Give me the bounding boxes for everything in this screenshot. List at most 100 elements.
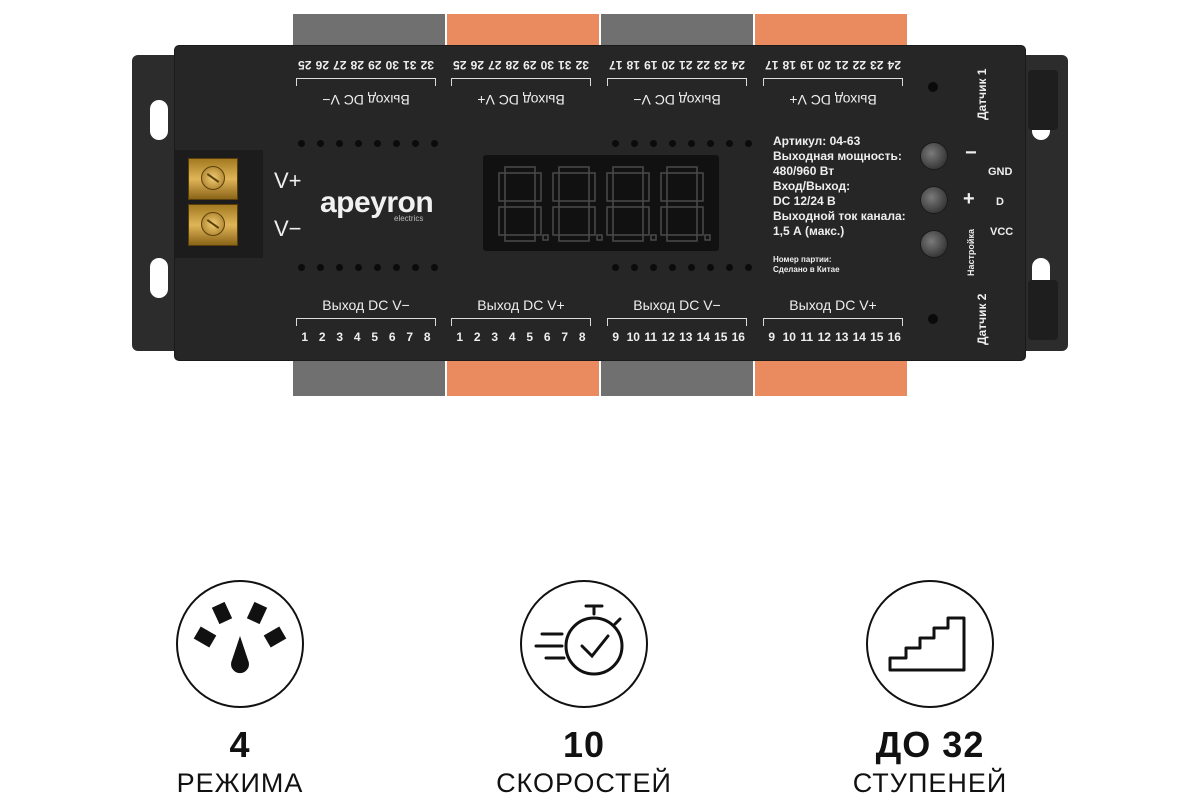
sensor2-port [928, 314, 938, 324]
pin-number: 9 [768, 330, 776, 344]
feature-number: 4 [229, 724, 251, 765]
feature-label: СТУПЕНЕЙ [852, 768, 1008, 798]
din-clip [1028, 70, 1058, 130]
display-segment [552, 172, 560, 202]
display-segment [558, 234, 590, 242]
pin-number: 4 [508, 330, 516, 344]
pin-number: 4 [353, 330, 361, 344]
plus-symbol: + [963, 188, 975, 210]
pin-number: 2 [318, 330, 326, 344]
setup-button[interactable] [920, 230, 948, 258]
input-plus-label: V+ [274, 168, 302, 193]
pin-number: 24 [887, 58, 901, 72]
pin-number: 21 [679, 58, 693, 72]
pin-number: 30 [385, 58, 399, 72]
vcc-label: VCC [990, 226, 1014, 238]
led-row [298, 140, 438, 147]
screw-clamp [188, 204, 238, 246]
stopwatch-icon [520, 580, 648, 708]
pin-number: 12 [817, 330, 831, 344]
plus-button[interactable] [920, 186, 948, 214]
sensor2-label: Датчик 2 [975, 293, 989, 345]
spec-line: Выходной ток канала: [773, 209, 906, 223]
pin-number: 3 [336, 330, 344, 344]
display-segment [558, 200, 590, 208]
display-segment [558, 166, 590, 174]
feature-steps: ДО 32 СТУПЕНЕЙ [770, 580, 1090, 799]
minus-button[interactable] [920, 142, 948, 170]
display-segment [612, 200, 644, 208]
display-segment [696, 172, 704, 202]
display-segment [666, 166, 698, 174]
brand-logo: apeyron [320, 186, 434, 219]
display-segment [606, 206, 614, 236]
minus-symbol: − [965, 142, 977, 164]
pin-number: 14 [852, 330, 866, 344]
spec-line: Выходная мощность: [773, 149, 902, 163]
pin-number: 20 [661, 58, 675, 72]
pin-number: 31 [403, 58, 417, 72]
spec-line: Вход/Выход: [773, 179, 851, 193]
pin-number: 10 [782, 330, 796, 344]
pin-number: 15 [870, 330, 884, 344]
display-segment [552, 206, 560, 236]
spec-line: 1,5 А (макс.) [773, 224, 845, 238]
display-segment [588, 172, 596, 202]
display-segment [534, 206, 542, 236]
pin-number: 17 [609, 58, 623, 72]
gnd-label: GND [988, 166, 1013, 178]
mount-hole [150, 258, 168, 298]
pin-number: 2 [473, 330, 481, 344]
pin-number: 9 [612, 330, 620, 344]
pin-number: 23 [870, 58, 884, 72]
display-segment [666, 200, 698, 208]
screw-clamp [188, 158, 238, 200]
pin-number: 21 [835, 58, 849, 72]
sensor1-label: Датчик 1 [975, 68, 989, 120]
display-segment [504, 200, 536, 208]
display-decimal-point [650, 234, 657, 241]
display-segment [504, 166, 536, 174]
pin-number: 5 [526, 330, 534, 344]
feature-label: РЕЖИМА [176, 768, 304, 798]
display-segment [642, 172, 650, 202]
pin-number: 8 [423, 330, 431, 344]
pin-number: 8 [578, 330, 586, 344]
pin-number: 23 [714, 58, 728, 72]
pin-number: 7 [561, 330, 569, 344]
led-row [612, 140, 752, 147]
display-segment [612, 234, 644, 242]
output-group-label: Выход DC V− [633, 297, 721, 313]
pin-number: 29 [368, 58, 382, 72]
led-row [612, 264, 752, 271]
output-group-label: Выход DC V+ [477, 297, 565, 313]
pin-number: 1 [301, 330, 309, 344]
seven-segment-display [483, 155, 719, 251]
pin-number: 14 [696, 330, 710, 344]
output-group-label: Выход DC V+ [789, 92, 877, 108]
display-decimal-point [542, 234, 549, 241]
pin-number: 24 [731, 58, 745, 72]
feature-number: 10 [562, 724, 606, 765]
output-group-label: Выход DC V− [322, 92, 410, 108]
pin-number: 29 [523, 58, 537, 72]
pin-number: 30 [540, 58, 554, 72]
pin-number: 15 [714, 330, 728, 344]
pin-number: 10 [626, 330, 640, 344]
display-segment [612, 166, 644, 174]
spec-small-line: Номер партии: [773, 255, 832, 264]
output-group-label: Выход DC V− [633, 92, 721, 108]
pin-number: 6 [388, 330, 396, 344]
output-group-label: Выход DC V+ [477, 92, 565, 108]
group-bracket [607, 318, 747, 326]
output-group-label: Выход DC V+ [789, 297, 877, 313]
display-segment [498, 206, 506, 236]
pin-number: 31 [558, 58, 572, 72]
brand-subtitle: electrics [394, 214, 424, 223]
pin-number: 16 [887, 330, 901, 344]
